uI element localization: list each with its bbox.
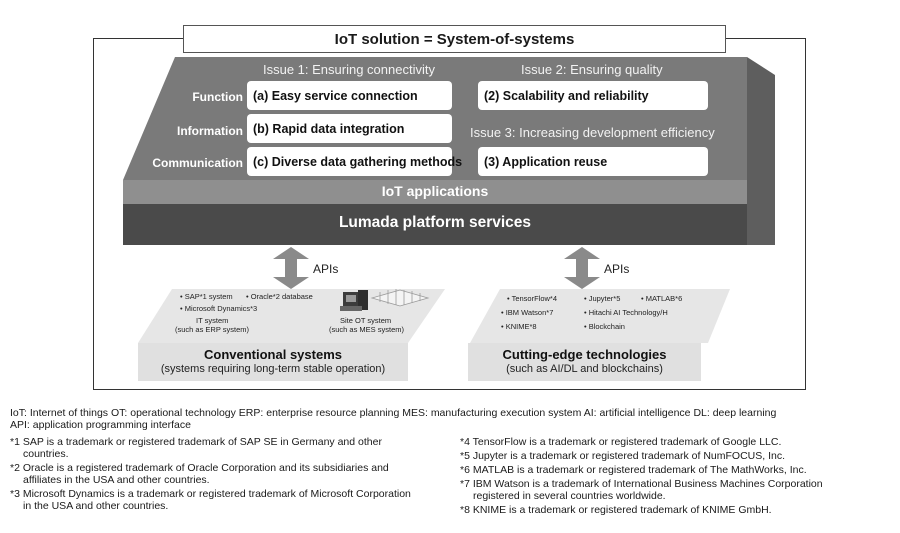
knime-item: • KNIME*8 [501, 322, 537, 331]
sap-system-item: • SAP*1 system [180, 292, 233, 301]
abbreviations-line-2: API: application programming interface [10, 419, 191, 432]
hitachi-ai-item: • Hitachi AI Technology/H [584, 308, 668, 317]
conventional-systems-title: Conventional systems [204, 347, 342, 362]
blockchain-item: • Blockchain [584, 322, 625, 331]
footnote-1-cont: countries. [23, 448, 69, 461]
cutting-edge-subtitle: (such as AI/DL and blockchains) [506, 363, 663, 375]
footnote-7: *7 IBM Watson is a trademark of Internat… [460, 478, 823, 491]
abbreviations: IoT: Internet of things OT: operational … [10, 407, 895, 431]
footnote-4: *4 TensorFlow is a trademark or register… [460, 436, 782, 448]
it-system-sublabel: (such as ERP system) [175, 325, 250, 334]
footnotes-left: *1 SAP is a trademark or registered trad… [10, 436, 430, 512]
lumada-band [123, 204, 747, 245]
cutting-edge-box: Cutting-edge technologies (such as AI/DL… [468, 343, 701, 381]
footnote-3: *3 Microsoft Dynamics is a trademark or … [10, 488, 411, 501]
footnotes-right: *4 TensorFlow is a trademark or register… [460, 436, 890, 516]
matlab-item: • MATLAB*6 [641, 294, 683, 303]
cutting-platform [470, 289, 730, 343]
row-label-communication: Communication [152, 156, 243, 170]
footnote-2-cont: affiliates in the USA and other countrie… [23, 474, 210, 487]
site-ot-label: Site OT system [340, 316, 392, 325]
footnote-5: *5 Jupyter is a trademark or registered … [460, 450, 786, 463]
ibm-watson-item: • IBM Watson*7 [501, 308, 554, 317]
box-application-reuse: (3) Application reuse [478, 147, 708, 176]
jupyter-item: • Jupyter*5 [584, 294, 621, 303]
api-arrow-left [273, 247, 309, 289]
issue-3-label: Issue 3: Increasing development efficien… [470, 125, 715, 140]
cutting-edge-title: Cutting-edge technologies [502, 347, 667, 362]
it-system-label: IT system [196, 316, 229, 325]
lumada-platform-label: Lumada platform services [338, 214, 532, 231]
row-label-function: Function [192, 90, 243, 104]
footnote-6: *6 MATLAB is a trademark or registered t… [460, 464, 807, 477]
conventional-platform [138, 289, 445, 343]
diagram-title: IoT solution = System-of-systems [183, 25, 726, 53]
issue-2-label: Issue 2: Ensuring quality [521, 62, 663, 77]
iot-applications-label: IoT applications [381, 183, 489, 199]
footnote-7-cont: registered in several countries worldwid… [473, 490, 666, 503]
conventional-systems-subtitle: (systems requiring long-term stable oper… [160, 363, 386, 375]
box-diverse-data-gathering: (c) Diverse data gathering methods [247, 147, 462, 176]
box-scalability-reliability: (2) Scalability and reliability [478, 81, 708, 110]
footnote-2: *2 Oracle is a registered trademark of O… [10, 462, 389, 475]
apis-label-right: APIs [604, 262, 630, 276]
apis-label-left: APIs [313, 262, 339, 276]
api-arrow-right [564, 247, 600, 289]
site-ot-sublabel: (such as MES system) [329, 325, 405, 334]
footnote-8: *8 KNIME is a trademark or registered tr… [460, 504, 772, 517]
server-icon [340, 290, 368, 311]
footnote-1: *1 SAP is a trademark or registered trad… [10, 436, 382, 448]
abbreviations-line-1: IoT: Internet of things OT: operational … [10, 407, 777, 419]
microsoft-dynamics-item: • Microsoft Dynamics*3 [180, 304, 258, 313]
footnote-3-cont: in the USA and other countries. [23, 500, 169, 513]
factory-icon [370, 289, 430, 307]
iot-band [123, 180, 747, 204]
box-rapid-data-integration: (b) Rapid data integration [247, 114, 452, 143]
conventional-systems-box: Conventional systems (systems requiring … [138, 343, 408, 381]
slab-side [747, 57, 775, 245]
row-label-information: Information [177, 124, 243, 138]
oracle-database-item: • Oracle*2 database [246, 292, 313, 301]
box-easy-service-connection: (a) Easy service connection [247, 81, 452, 110]
issue-1-label: Issue 1: Ensuring connectivity [263, 62, 435, 77]
tensorflow-item: • TensorFlow*4 [507, 294, 558, 303]
